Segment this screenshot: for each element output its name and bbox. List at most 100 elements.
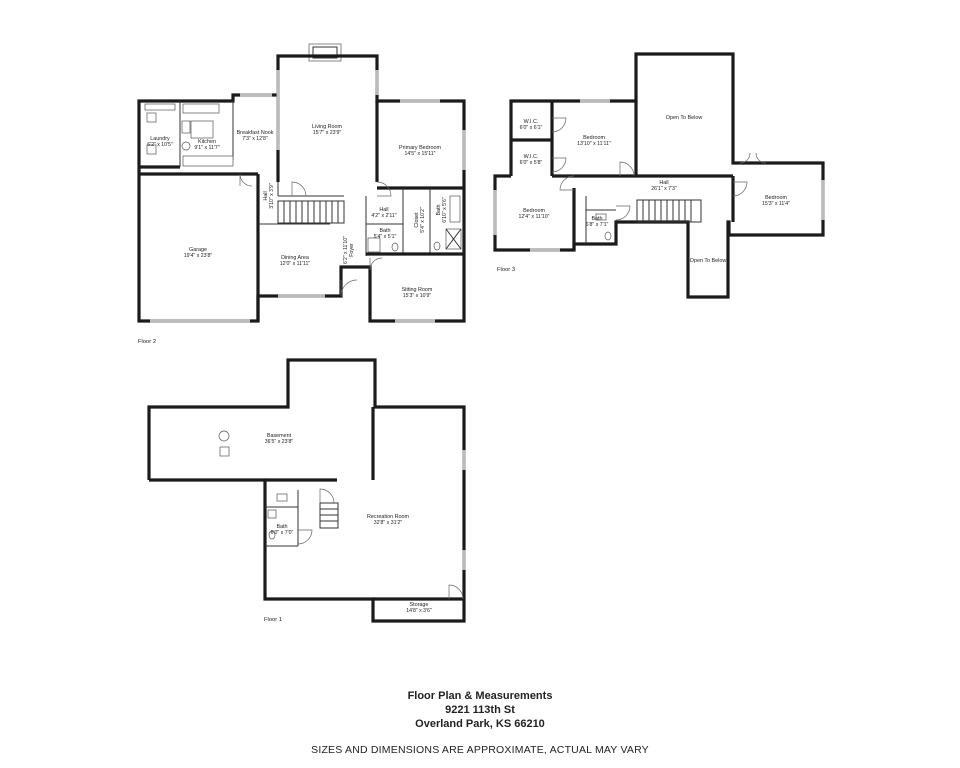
room-name: Open To Below [690,258,727,264]
floor-2-stairs [277,200,345,224]
sink-icon [181,141,191,151]
room-name: Bedroom [523,208,545,214]
room-name: Foyer [349,243,355,257]
vanity-icon [267,509,277,519]
room-dimensions: 6'2" x 11'10" [343,236,349,264]
dryer-icon [146,144,157,155]
door-swing [551,117,567,133]
room-dimensions: 19'4" x 23'8" [184,253,213,259]
laundry-counter [144,103,176,111]
room-dimensions: 5'4" x 5'1" [374,234,397,240]
vanity-icon [595,213,607,221]
room-name: Bedroom [583,135,605,141]
sink-icon [276,493,288,502]
room-name: Kitchen [198,139,216,145]
caption-city: Overland Park, KS 66210 [415,718,545,730]
furnace-icon [219,446,230,457]
door-swing-3 [448,584,464,600]
room-name: Hall [263,191,269,200]
room-name: Laundry [150,136,170,142]
room-name: Hall [379,207,388,213]
hall-vertical-label: Hall 3'10" x 3'9" [263,183,275,209]
room-dimensions: 9'1" x 11'7" [194,145,219,151]
kitchen-lower-counter [182,155,234,167]
door-swing [291,181,307,197]
caption-street: 9221 113th St [445,704,515,716]
room-dimensions: 6'0" x 5'8" [520,160,543,166]
door-swing-6 [732,181,748,197]
door-swing-4 [559,175,575,191]
fireplace-inner [312,46,338,59]
door-swing-3 [619,161,635,177]
room-dimensions: 14'8" x 3'6" [406,608,432,614]
door-swing-5 [369,257,383,271]
room-name: Bedroom [765,195,787,201]
door-swing-3 [340,279,358,297]
floor-1-outer-wall [147,358,466,623]
toilet-icon [391,242,399,252]
floor-3-stairs [636,199,702,223]
room-dimensions: 12'4" x 11'10" [519,214,550,220]
room-name: Bath [379,228,390,234]
room-dimensions: 14'5" x 15'11" [405,151,436,157]
room-dimensions: 36'5" x 23'8" [265,439,294,445]
floor-label: Floor 2 [138,339,156,345]
door-swing-2 [551,157,567,173]
room-name: Hall [659,180,668,186]
floor-label: Floor 1 [264,617,282,623]
stove-icon [181,120,191,134]
room-dimensions: 32'8" x 31'2" [374,520,403,526]
door-swing [319,488,335,504]
toilet-icon [604,231,612,241]
room-dimensions: 5'4" x 10'2" [420,207,426,233]
room-dimensions: 3'10" x 3'9" [269,183,275,209]
disclaimer-text: SIZES AND DIMENSIONS ARE APPROXIMATE, AC… [311,744,649,756]
kitchen-island [190,120,214,139]
room-name: Recreation Room [367,514,409,520]
vanity-icon [449,195,461,223]
room-dimensions: 6'2" x 10'5" [147,142,173,148]
room-dimensions: 6'0" x 7'0" [271,530,294,536]
room-name: Garage [189,247,207,253]
room-name: Sitting Room [402,287,433,293]
closet-doors [739,152,767,164]
room-dimensions: 26'1" x 7'3" [651,186,677,192]
door-swing-2 [297,529,313,545]
room-dimensions: 4'2" x 2'11" [371,213,396,219]
room-name: Primary Bedroom [399,145,441,151]
room-name: Open To Below [666,115,703,121]
room-name: Bath [591,216,602,222]
room-name: Storage [410,602,429,608]
bath2-label: Bath 6'10" x 5'6" [436,197,448,223]
door-swing-5 [615,205,631,221]
floor-3-plan: W.I.C. 6'0" x 6'1" W.I.C. 6'0" x 5'8" Be… [493,52,825,299]
room-name: W.I.C. [524,154,539,160]
room-name: Closet [414,212,420,228]
room-dimensions: 12'0" x 11'11" [280,261,311,267]
room-dimensions: 15'3" x 11'4" [762,201,790,207]
foyer-label: Foyer 6'2" x 11'10" [343,236,355,264]
room-name: W.I.C. [524,119,539,125]
floor-1-plan: Basement 36'5" x 23'8" Bath 6'0" x 7'0" … [147,358,466,623]
caption-title: Floor Plan & Measurements [407,690,553,702]
room-dimensions: 6'10" x 5'6" [442,197,448,223]
room-dimensions: 6'0" x 6'1" [520,125,543,131]
room-name: Dining Area [281,255,309,261]
toilet-icon-2 [433,241,441,251]
room-dimensions: 15'7" x 23'9" [313,130,342,136]
room-dimensions: 15'3" x 10'9" [403,293,432,299]
floor-1-stairs [319,502,339,529]
room-dimensions: 6'8" x 7'1" [586,222,609,228]
floor-2-plan: Laundry 6'2" x 10'5" Kitchen 9'1" x 11'7… [137,43,466,345]
toilet-icon [268,530,276,540]
kitchen-counter [182,103,220,114]
floor-label: Floor 3 [497,267,515,273]
shower-cross-2 [445,228,462,250]
bathtub-icon [367,237,381,253]
door-swing-4 [239,173,253,187]
room-name: Bath [276,524,287,530]
washer-icon [146,112,157,123]
room-name: Breakfast Nook [237,130,274,136]
water-heater-icon [218,430,230,442]
